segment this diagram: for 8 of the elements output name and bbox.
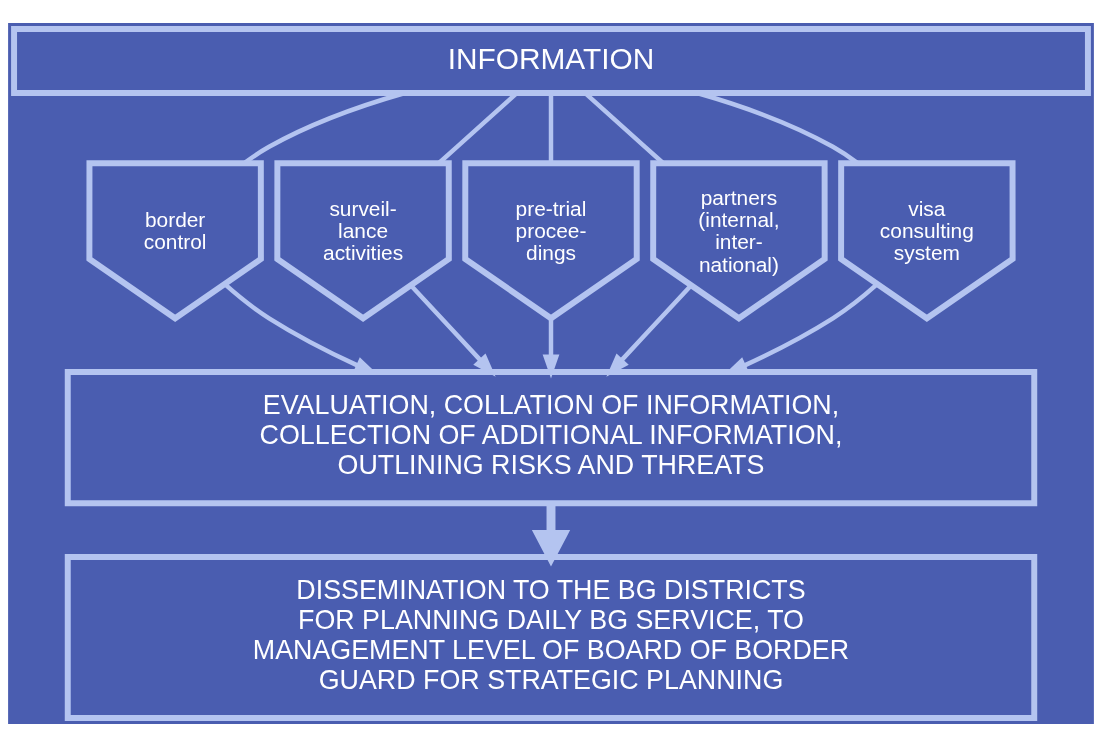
node-box: EVALUATION, COLLATION OF INFORMATION, COLLECTION OF ADDITIONAL INFORMATION, OUTLINING RISKS AND THREATS (64, 369, 1038, 507)
connector (548, 93, 554, 163)
node-box: DISSEMINATION TO THE BG DISTRICTS FOR PLANNING DAILY BG SERVICE, TO MANAGEMENT LEVEL OF BOARD OF BORDER GUARD FOR STRATEGIC PLANNING (64, 553, 1038, 721)
arrow (409, 284, 496, 377)
arrow (606, 284, 693, 377)
node-box: INFORMATION (11, 26, 1091, 97)
arrow (531, 503, 571, 567)
arrow (542, 318, 560, 379)
